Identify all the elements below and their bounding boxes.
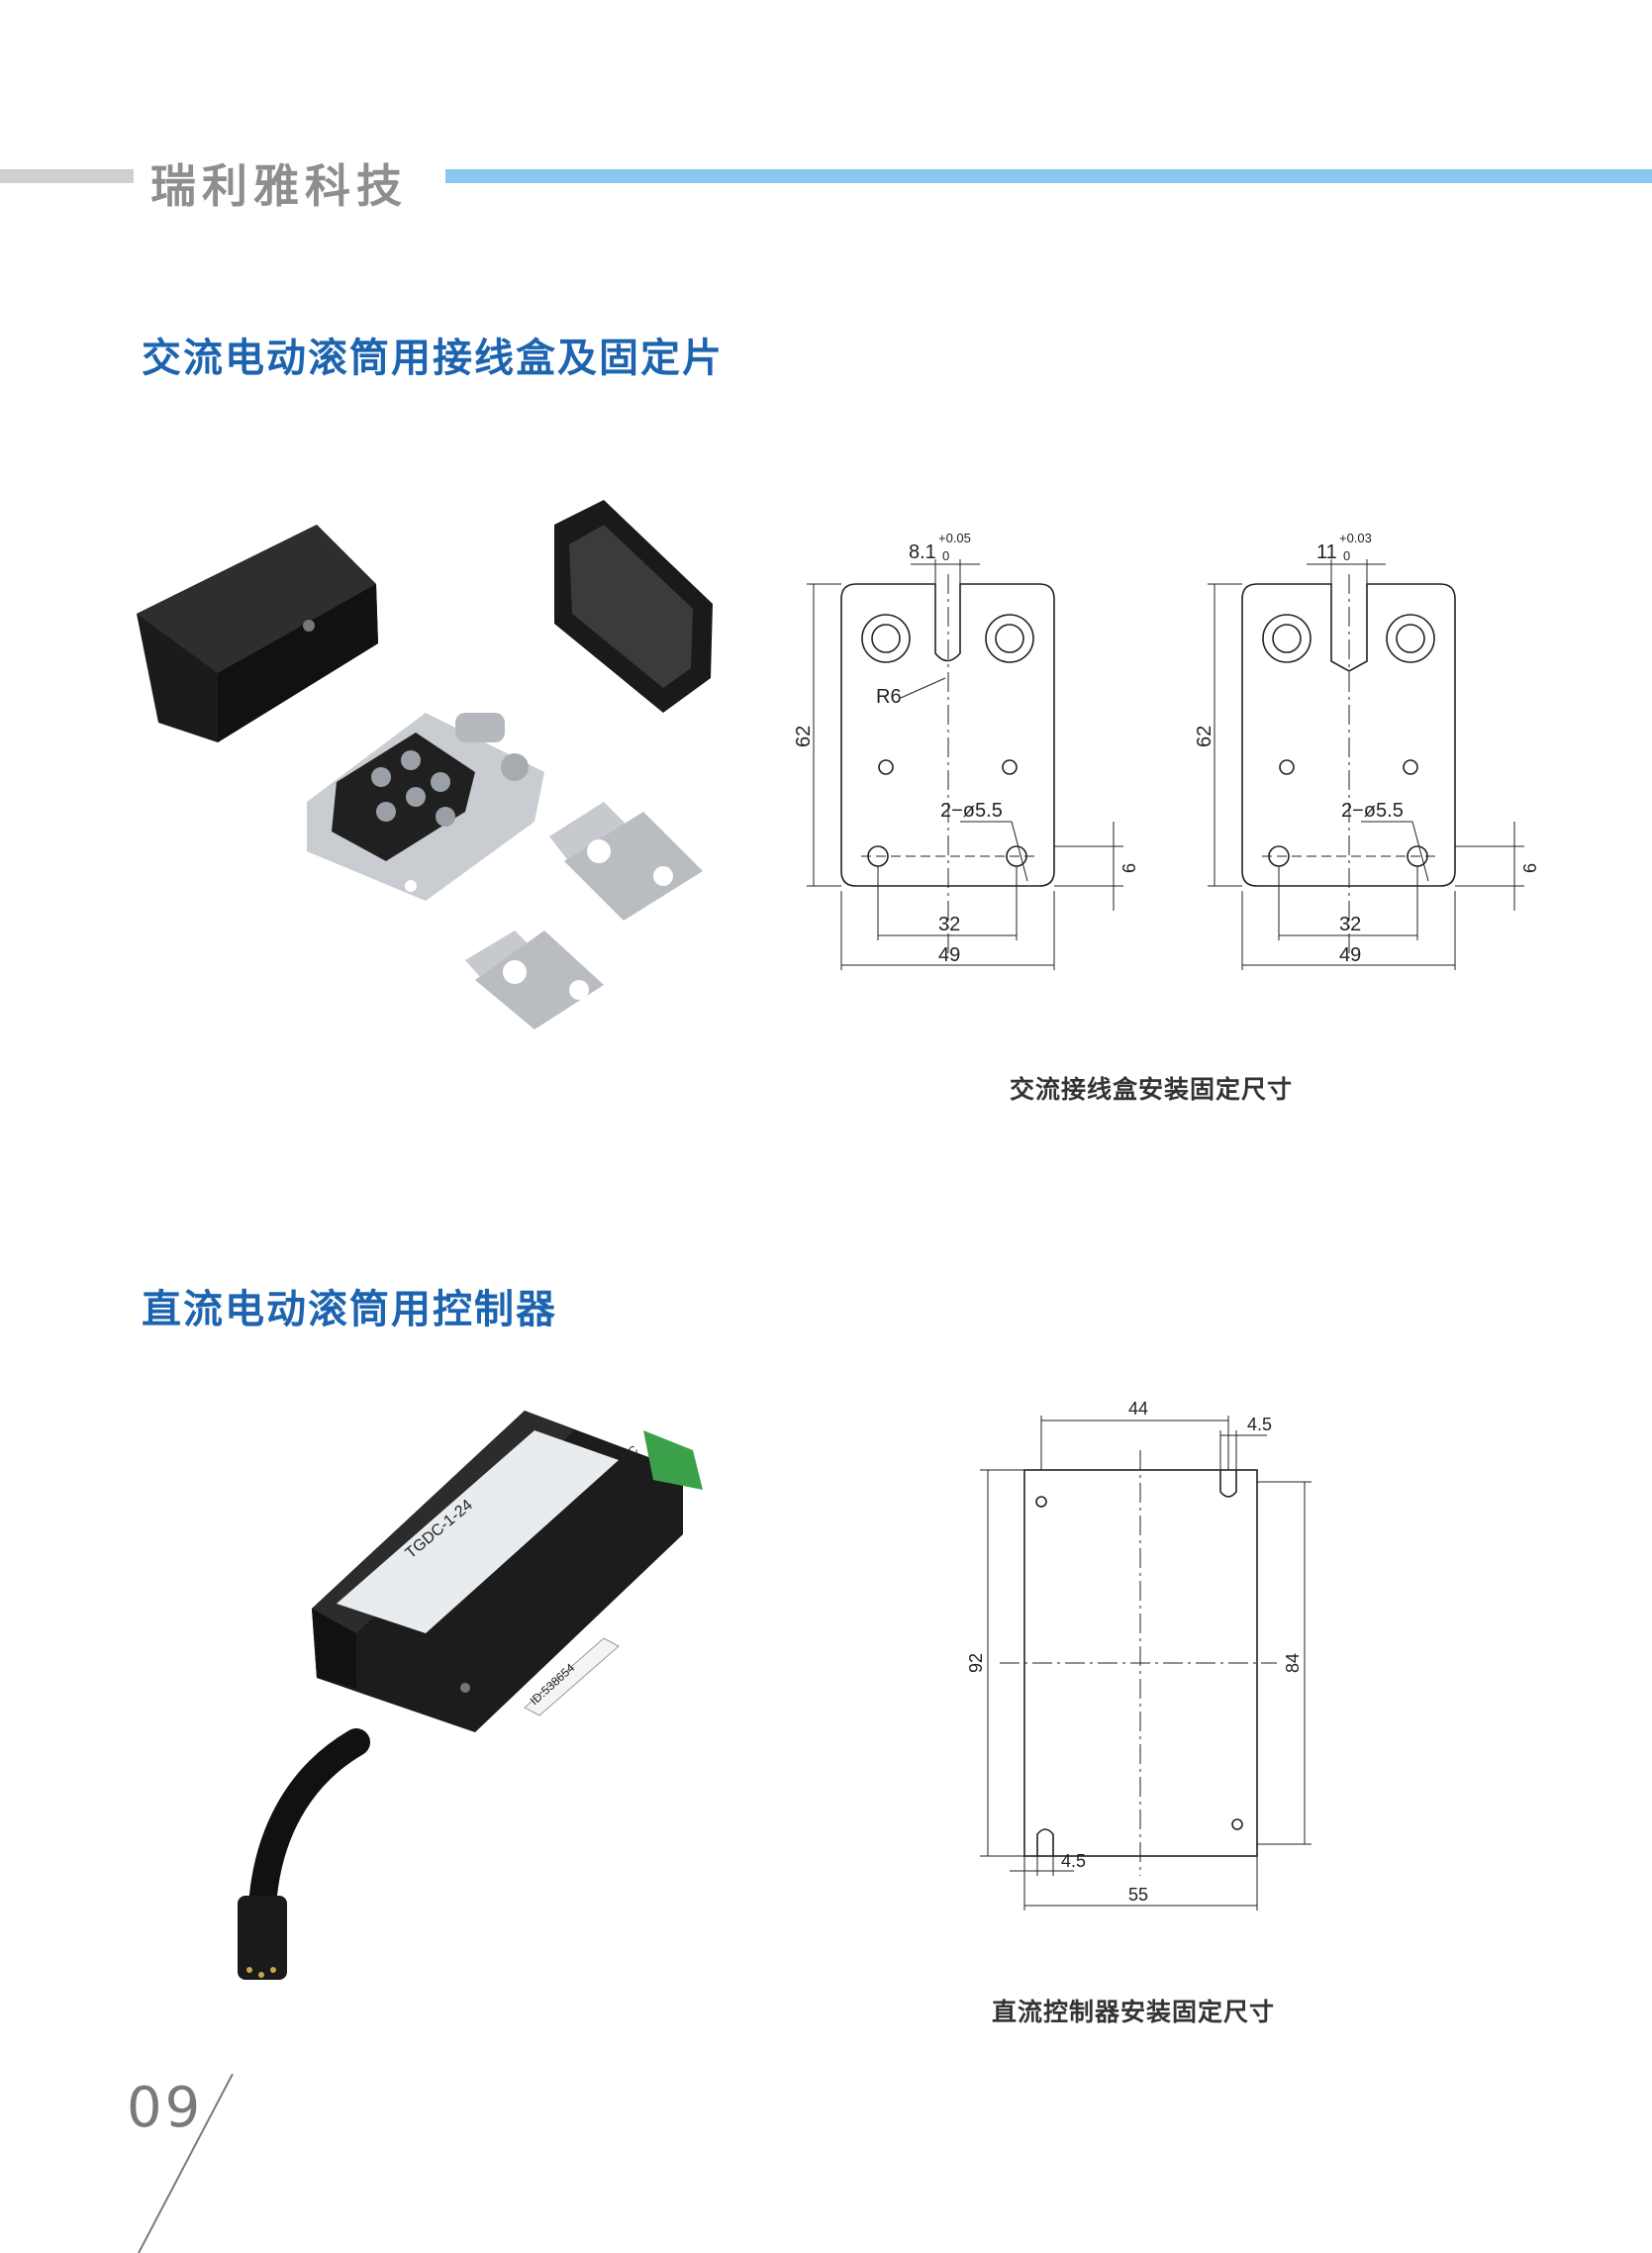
dc-controller-photo: TGDC-1-24 DC ID:538654 — [238, 1411, 703, 1980]
section-title-dc: 直流电动滚筒用控制器 — [142, 1287, 557, 1332]
dim-width: 49 — [1339, 944, 1361, 966]
dim-slot-width-top: 4.5 — [1247, 1415, 1272, 1434]
dim-slot-width: 8.1 — [909, 541, 936, 563]
section-title-ac: 交流电动滚筒用接线盒及固定片 — [142, 336, 724, 381]
dc-controller-drawing: 44 4.5 92 84 4.5 55 — [966, 1399, 1312, 1910]
dim-holes: 2−ø5.5 — [1341, 800, 1404, 822]
dim-tol-lower: 0 — [942, 548, 949, 563]
header-left-bar — [0, 169, 134, 183]
dim-width: 49 — [938, 944, 960, 966]
dim-edge: 6 — [1119, 863, 1139, 873]
ac-junction-box-photo — [137, 500, 713, 1029]
dim-width: 55 — [1128, 1885, 1148, 1905]
mounting-bracket-image — [465, 802, 703, 1029]
dim-tol-lower: 0 — [1343, 548, 1350, 563]
dim-hole-spacing: 32 — [1339, 914, 1361, 935]
ac-box-drawing-1: 8.1 +0.05 0 R6 62 2−ø5.5 32 49 6 — [793, 531, 1139, 970]
dim-tol-upper: +0.03 — [1339, 531, 1372, 545]
terminal-block-image — [307, 713, 544, 901]
dim-slot-width: 11 — [1316, 541, 1337, 563]
dim-height-inner: 84 — [1283, 1653, 1303, 1673]
dim-edge: 6 — [1520, 863, 1540, 873]
page-number: 09 — [127, 2076, 204, 2140]
caption-dc: 直流控制器安装固定尺寸 — [992, 1998, 1276, 2026]
ac-box-drawing-2: 11 +0.03 0 62 2−ø5.5 32 49 6 — [1194, 531, 1540, 970]
dim-holes: 2−ø5.5 — [940, 800, 1003, 822]
caption-ac: 交流接线盒安装固定尺寸 — [1010, 1075, 1294, 1104]
dim-height: 62 — [1194, 726, 1215, 747]
header-right-bar — [445, 169, 1652, 183]
dim-slot-width-bottom: 4.5 — [1061, 1851, 1086, 1871]
dim-height: 62 — [793, 726, 815, 747]
dim-radius: R6 — [876, 686, 902, 708]
junction-box-base-image — [554, 500, 713, 713]
dim-hole-spacing: 32 — [938, 914, 960, 935]
dim-height-outer: 92 — [966, 1653, 986, 1673]
junction-box-lid-image — [137, 525, 378, 742]
page-number-slash — [138, 2074, 234, 2253]
dim-tol-upper: +0.05 — [938, 531, 971, 545]
connector-plug-image — [238, 1896, 287, 1980]
dim-top-width: 44 — [1128, 1399, 1148, 1419]
brand-name: 瑞利雅科技 — [150, 159, 408, 213]
